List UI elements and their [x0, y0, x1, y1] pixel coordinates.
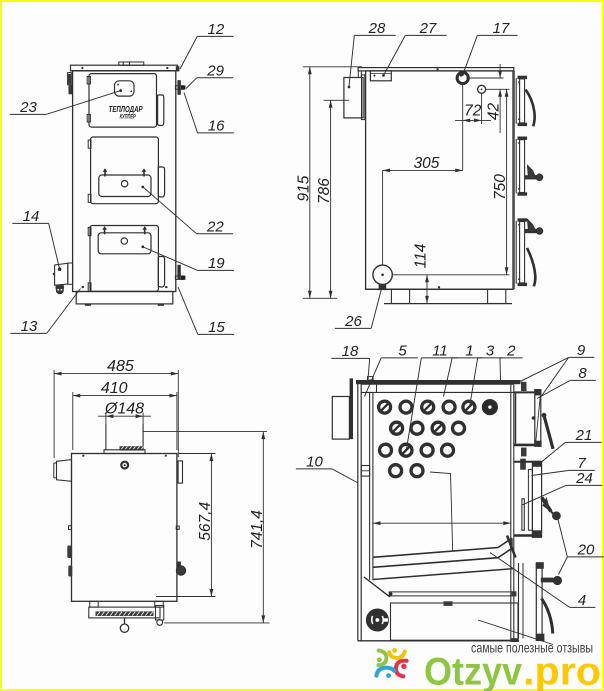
svg-text:11: 11	[432, 343, 448, 360]
svg-text:24: 24	[575, 470, 593, 487]
svg-text:567,4: 567,4	[197, 502, 214, 541]
svg-text:42: 42	[486, 103, 503, 121]
svg-text:28: 28	[368, 20, 386, 37]
svg-text:Otzyv: Otzyv	[424, 651, 522, 691]
svg-text:305: 305	[414, 155, 440, 172]
svg-text:485: 485	[107, 358, 134, 375]
svg-text:15: 15	[208, 319, 225, 336]
svg-text:23: 23	[19, 99, 37, 116]
svg-text:.pro: .pro	[523, 651, 601, 691]
svg-text:26: 26	[344, 313, 362, 330]
svg-text:17: 17	[493, 20, 510, 37]
svg-text:14: 14	[23, 208, 40, 225]
svg-text:410: 410	[101, 380, 128, 397]
svg-text:1: 1	[465, 343, 473, 360]
svg-text:915: 915	[295, 175, 312, 201]
svg-text:10: 10	[306, 454, 323, 471]
svg-text:29: 29	[206, 62, 224, 79]
svg-text:22: 22	[206, 218, 224, 235]
svg-text:20: 20	[577, 542, 595, 559]
svg-text:самые полезные отзывы: самые полезные отзывы	[471, 640, 593, 656]
svg-text:21: 21	[575, 427, 593, 444]
svg-text:9: 9	[577, 342, 586, 359]
svg-text:3: 3	[486, 343, 495, 360]
svg-text:ТЕПЛОДАР: ТЕПЛОДАР	[109, 105, 144, 114]
svg-text:13: 13	[21, 318, 38, 335]
svg-text:4: 4	[578, 592, 586, 609]
svg-text:19: 19	[208, 255, 225, 272]
svg-text:72: 72	[464, 103, 482, 120]
svg-text:786: 786	[316, 178, 333, 204]
svg-text:КУППЕР: КУППЕР	[120, 115, 137, 121]
svg-text:12: 12	[208, 21, 225, 38]
svg-text:114: 114	[413, 243, 430, 268]
svg-text:2: 2	[506, 343, 516, 360]
svg-text:5: 5	[398, 343, 407, 360]
svg-text:16: 16	[208, 118, 225, 135]
svg-text:27: 27	[419, 20, 437, 37]
svg-text:18: 18	[342, 343, 359, 360]
svg-text:750: 750	[492, 174, 509, 200]
svg-text:741,4: 741,4	[249, 510, 266, 549]
svg-text:7: 7	[577, 455, 586, 472]
svg-text:8: 8	[578, 365, 587, 382]
svg-text:Ø148: Ø148	[104, 401, 144, 418]
